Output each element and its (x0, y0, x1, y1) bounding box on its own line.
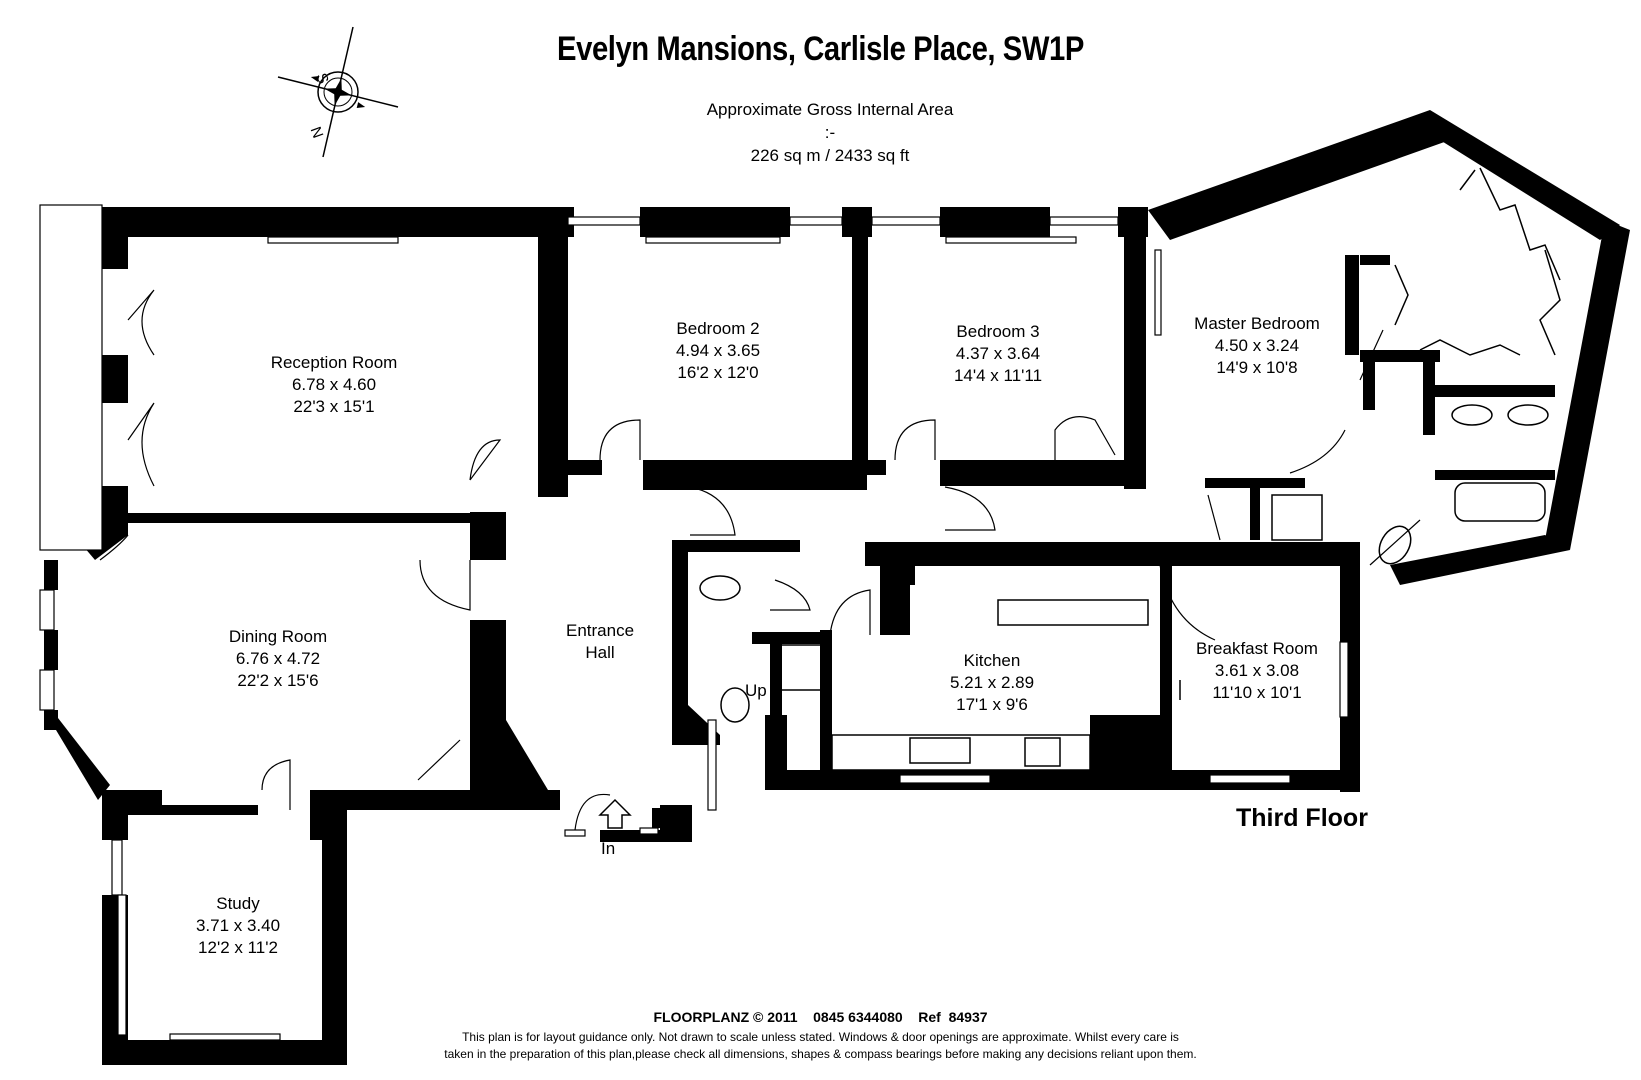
room-master-bedroom: Master Bedroom 4.50 x 3.24 14'9 x 10'8 (1194, 314, 1320, 377)
entry-label: In (601, 839, 616, 858)
gross-area-value: 226 sq m / 2433 sq ft (750, 146, 910, 165)
gross-area-label: Approximate Gross Internal Area :- (706, 100, 954, 142)
room-breakfast: Breakfast Room 3.61 x 3.08 11'10 x 10'1 (1196, 639, 1318, 702)
room-bedroom-3: Bedroom 3 4.37 x 3.64 14'4 x 11'11 (953, 322, 1043, 385)
compass-icon (277, 26, 399, 158)
room-study: Study 3.71 x 3.40 12'2 x 11'2 (195, 894, 281, 957)
room-reception: Reception Room 6.78 x 4.60 22'3 x 15'1 (270, 353, 398, 416)
footer-credit: FLOORPLANZ © 2011 0845 6344080 Ref 84937 (653, 1009, 988, 1025)
floor-label: Third Floor (1236, 804, 1368, 832)
room-dining: Dining Room 6.76 x 4.72 22'2 x 15'6 (228, 627, 328, 690)
gross-area: Approximate Gross Internal Area :- 226 s… (700, 98, 960, 167)
room-entrance-hall: Entrance Hall (565, 621, 635, 662)
room-kitchen: Kitchen 5.21 x 2.89 17'1 x 9'6 (949, 651, 1035, 714)
stairs-up-label: Up (745, 681, 767, 700)
footer-disclaimer: This plan is for layout guidance only. N… (444, 1030, 1197, 1061)
room-bedroom-2: Bedroom 2 4.94 x 3.65 16'2 x 12'0 (675, 319, 761, 382)
plan-title: Evelyn Mansions, Carlisle Place, SW1P (557, 30, 1084, 68)
